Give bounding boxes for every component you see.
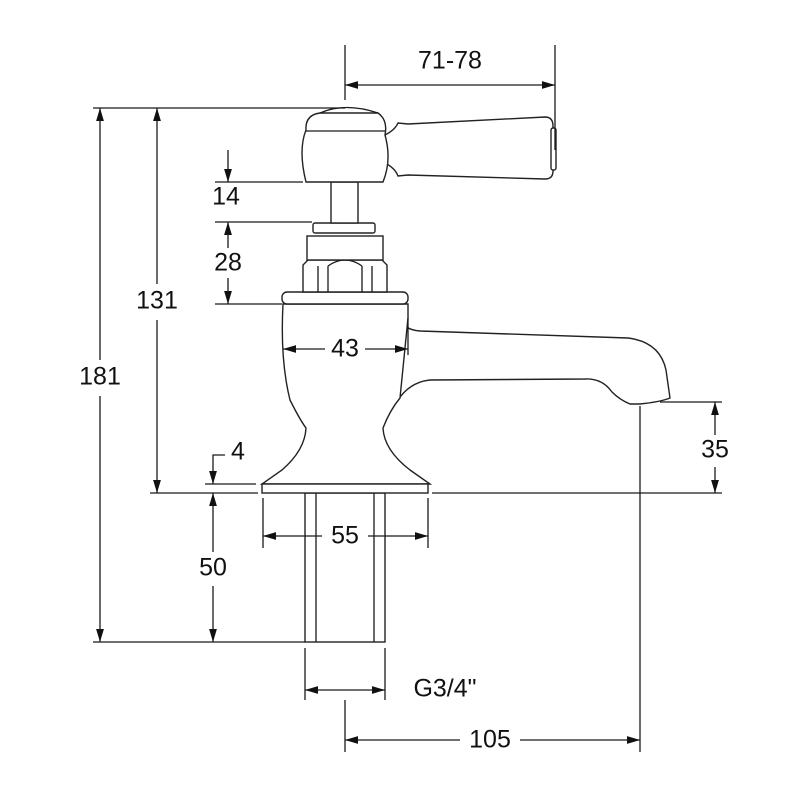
base-plate bbox=[261, 483, 429, 494]
collar bbox=[306, 235, 384, 261]
tap-outline bbox=[259, 106, 671, 643]
threaded-shank bbox=[304, 492, 386, 643]
dim-body-width: 43 bbox=[331, 335, 359, 363]
hex-nut bbox=[302, 259, 388, 293]
dim-shank-length: 50 bbox=[199, 554, 227, 582]
lever-head bbox=[301, 112, 389, 183]
dim-thread-size: G3/4" bbox=[413, 675, 476, 703]
spout bbox=[378, 315, 671, 423]
dim-base-thickness: 4 bbox=[231, 438, 245, 466]
dim-headwork-height: 28 bbox=[214, 249, 242, 277]
tap-body bbox=[259, 303, 433, 485]
gland-nut bbox=[312, 222, 376, 234]
dim-lever-clearance: 14 bbox=[212, 183, 240, 211]
dim-spout-projection: 105 bbox=[469, 726, 511, 754]
lever-handle bbox=[384, 116, 554, 180]
dim-lever-reach: 71-78 bbox=[418, 47, 482, 75]
flange bbox=[281, 291, 409, 305]
dim-overall-height: 181 bbox=[79, 363, 121, 391]
dim-height-above-deck: 131 bbox=[136, 287, 178, 315]
dim-base-diameter: 55 bbox=[331, 522, 359, 550]
dim-spout-height: 35 bbox=[701, 436, 729, 464]
spindle bbox=[330, 181, 359, 224]
